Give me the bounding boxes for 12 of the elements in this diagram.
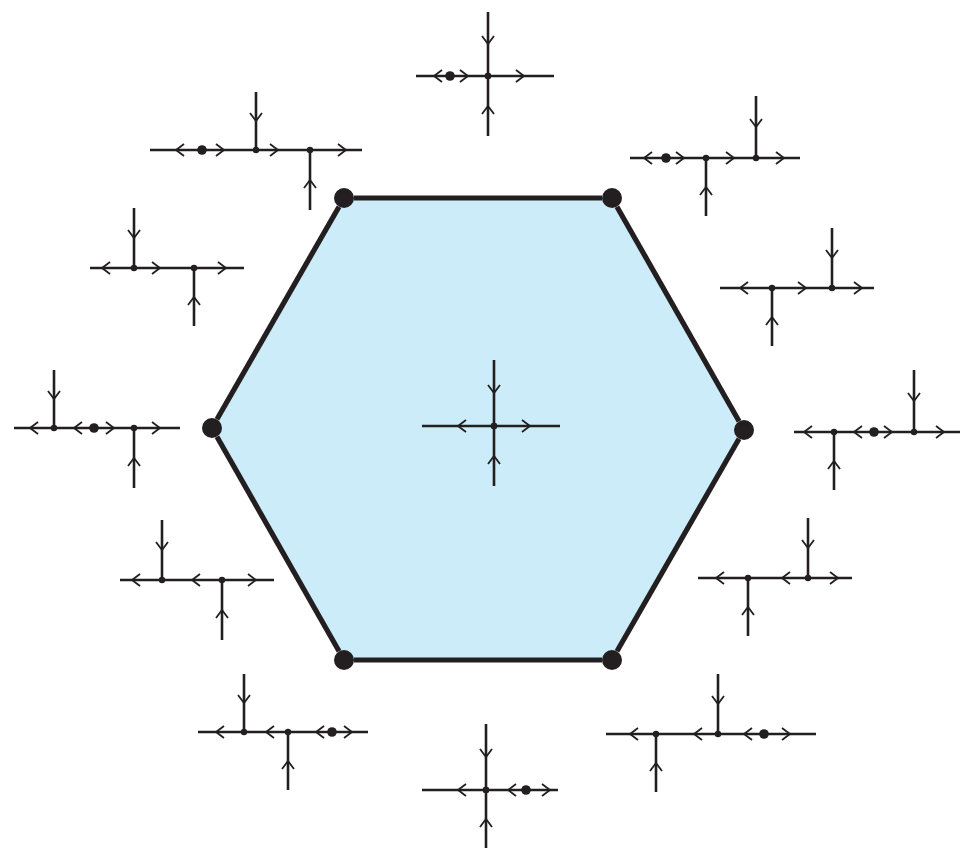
hexagon-side bbox=[354, 657, 602, 663]
vertex-dot bbox=[602, 188, 622, 208]
hexagon-side bbox=[214, 435, 342, 653]
vertex-dot bbox=[202, 418, 222, 438]
hexagon-side bbox=[614, 205, 742, 423]
vertex-dot bbox=[734, 420, 754, 440]
vertex-dot bbox=[334, 188, 354, 208]
hexagon-side bbox=[614, 437, 742, 653]
vertex-dot bbox=[334, 650, 354, 670]
hexagon-side bbox=[354, 195, 602, 201]
hexagon-side bbox=[214, 205, 342, 421]
vertex-dot bbox=[602, 650, 622, 670]
